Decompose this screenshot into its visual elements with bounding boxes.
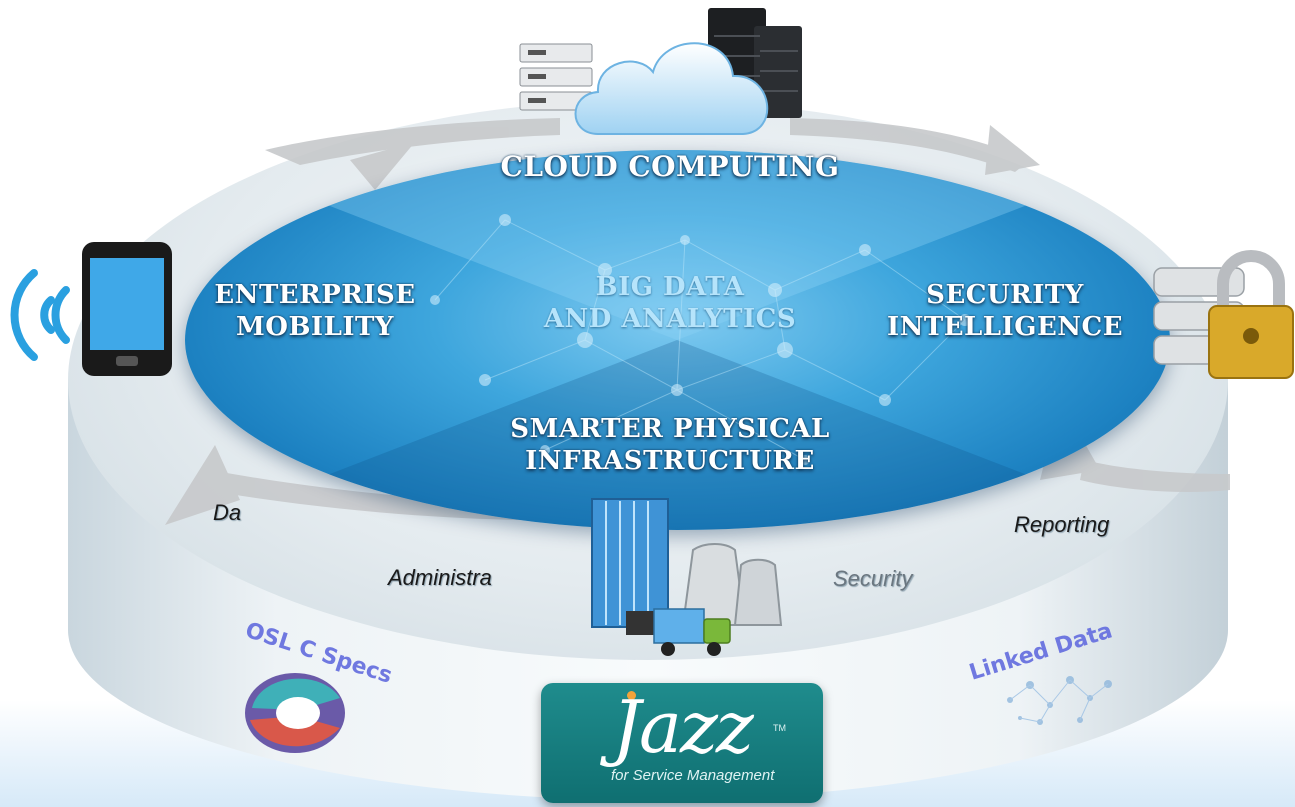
- jazz-logo-tm: TM: [773, 723, 786, 733]
- wireless-signal-icon: [10, 269, 70, 361]
- label-smarter-physical-infrastructure: SMARTER PHYSICAL INFRASTRUCTURE: [510, 414, 830, 476]
- central-disc: [185, 150, 1170, 530]
- server-rack-icon: [519, 43, 593, 111]
- osl-logo-icon: [245, 673, 345, 753]
- jazz-logo-word: Jazz: [612, 685, 754, 769]
- jazz-logo: Jazz TM for Service Management: [541, 683, 823, 803]
- label-cloud-computing: CLOUD COMPUTING: [500, 150, 840, 183]
- label-osl-specs: OSL C Specs: [242, 618, 395, 689]
- cloud-icon: [574, 42, 769, 135]
- factory-icon: [681, 543, 783, 626]
- label-big-data-analytics: BIG DATA AND ANALYTICS: [543, 272, 797, 334]
- smartphone-icon: [82, 242, 172, 376]
- padlock-icon: [1208, 250, 1294, 379]
- linked-data-icon: [1007, 676, 1112, 725]
- truck-icon: [626, 608, 731, 656]
- label-reporting: Reporting: [1014, 512, 1110, 537]
- label-dashboards: Da: [213, 500, 242, 525]
- label-linked-data: Linked Data: [966, 619, 1115, 686]
- label-administration: Administra: [388, 565, 492, 590]
- label-security: Security: [833, 566, 913, 591]
- jazz-logo-dot: [627, 691, 636, 700]
- jazz-logo-subtitle: for Service Management: [611, 767, 775, 784]
- building-icon: [591, 498, 669, 628]
- label-security-intelligence: SECURITY INTELLIGENCE: [886, 280, 1124, 342]
- label-enterprise-mobility: ENTERPRISE MOBILITY: [214, 280, 416, 342]
- network-pattern-icon: [185, 150, 1170, 530]
